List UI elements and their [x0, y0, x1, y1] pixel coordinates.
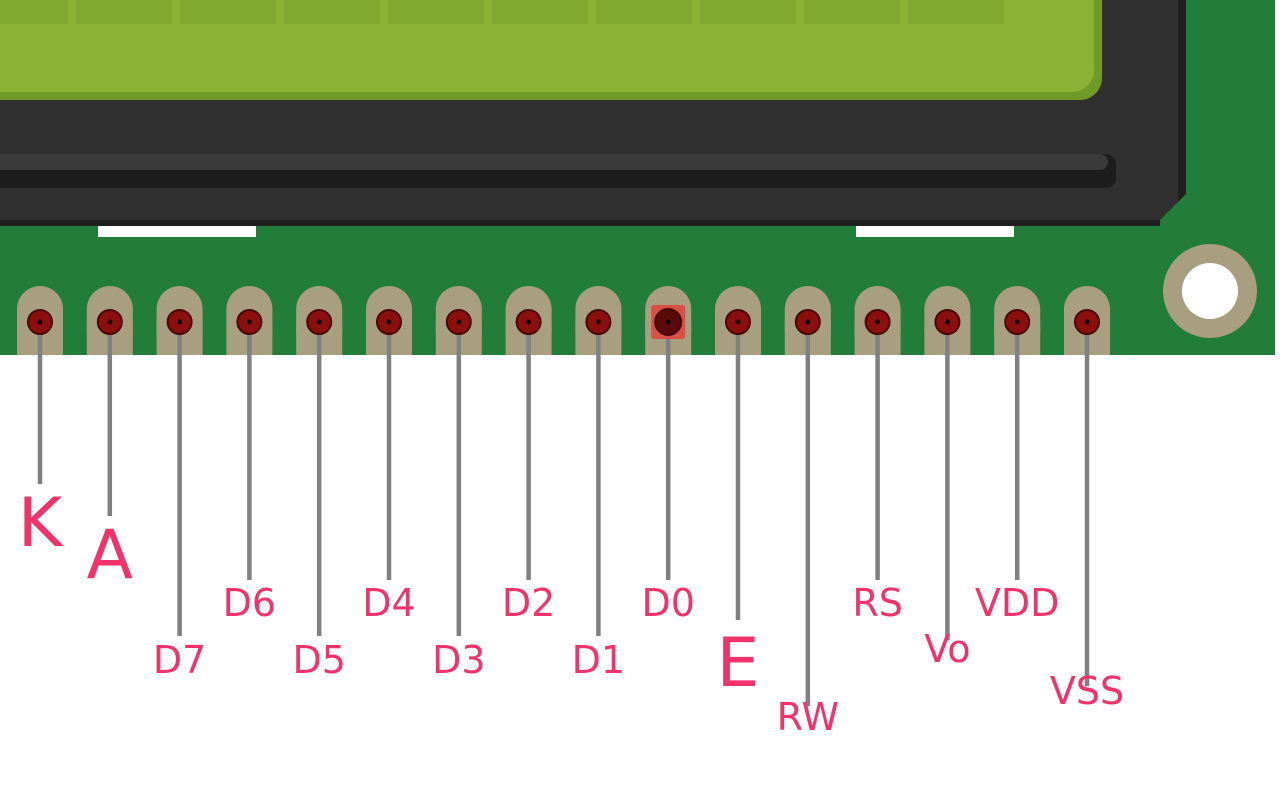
pin-label-d4: D4 — [362, 581, 416, 625]
pin-hole-center — [1084, 319, 1090, 325]
pin-d0 — [645, 286, 692, 580]
pin-label-vss: VSS — [1049, 669, 1125, 713]
pin-d6 — [226, 286, 273, 580]
pin-hole-center — [665, 319, 671, 325]
bezel-tab-left — [98, 226, 256, 237]
pin-hole-center — [456, 319, 462, 325]
pin-rs — [854, 286, 901, 580]
mounting-hole — [1182, 263, 1238, 319]
pin-hole-center — [107, 319, 113, 325]
pin-hole-center — [37, 319, 43, 325]
pin-d7 — [156, 286, 203, 636]
pin-hole-center — [526, 319, 532, 325]
pin-label-rw: RW — [776, 695, 840, 739]
pin-d3 — [435, 286, 482, 636]
pin-label-d7: D7 — [152, 638, 207, 682]
pin-hole-center — [246, 319, 252, 325]
bezel-groove-highlight — [0, 154, 1108, 170]
bezel-corner — [1160, 194, 1186, 226]
pin-vdd — [994, 286, 1041, 580]
pin-d5 — [296, 286, 343, 636]
pin-label-d6: D6 — [222, 581, 277, 625]
pin-label-rs: RS — [852, 581, 903, 625]
pin-label-vdd: VDD — [974, 581, 1060, 625]
pin-hole-center — [944, 319, 950, 325]
pin-hole-center — [595, 319, 601, 325]
pin-label-d0: D0 — [641, 581, 695, 625]
pin-label-vo: Vo — [924, 627, 971, 671]
pin-label-k: K — [17, 484, 63, 563]
pin-d2 — [505, 286, 552, 580]
pin-d4 — [366, 286, 412, 580]
pin-hole-center — [386, 319, 392, 325]
lcd-character-cells — [0, 0, 1004, 24]
pin-vo — [924, 286, 971, 640]
pin-hole-center — [177, 319, 183, 325]
pin-hole-center — [316, 319, 322, 325]
pin-label-e: E — [716, 624, 760, 703]
bezel-tab-right — [856, 226, 1014, 237]
pin-hole-center — [875, 319, 881, 325]
pin-hole-center — [805, 319, 811, 325]
pin-label-d2: D2 — [501, 581, 556, 625]
pin-d1 — [575, 286, 622, 636]
pin-label-d5: D5 — [292, 638, 346, 682]
pin-label-d3: D3 — [432, 638, 486, 682]
pin-e — [715, 286, 761, 620]
pin-vss — [1064, 286, 1110, 686]
pin-k — [17, 286, 63, 484]
pin-a — [86, 286, 133, 516]
pin-label-a: A — [86, 516, 134, 595]
pin-rw — [784, 286, 831, 706]
pin-hole-center — [1014, 319, 1020, 325]
pin-hole-center — [735, 319, 741, 325]
pin-label-d1: D1 — [571, 638, 626, 682]
